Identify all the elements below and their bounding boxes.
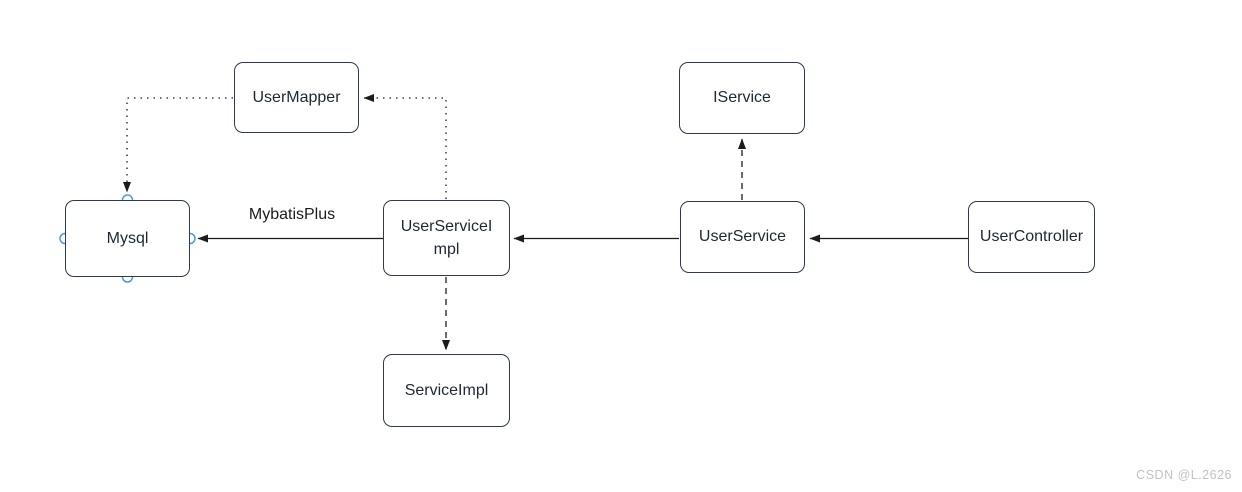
node-usercontroller-label: UserController [979,228,1084,246]
edge-label-mybatisplus: MybatisPlus [248,206,336,223]
node-usermapper[interactable]: UserMapper [234,62,359,133]
node-userservice-label: UserService [698,228,787,246]
node-mysql-label: Mysql [106,229,149,247]
node-usercontroller[interactable]: UserController [968,201,1095,273]
node-serviceimpl[interactable]: ServiceImpl [383,354,510,427]
node-userserviceimpl-label: UserServiceImpl [400,217,493,258]
connector-userserviceimpl-usermapper[interactable] [363,94,447,199]
watermark: CSDN @L.2626 [1136,468,1232,482]
connector-usermapper-mysql[interactable] [123,97,233,193]
node-iservice[interactable]: IService [679,62,805,134]
node-serviceimpl-label: ServiceImpl [404,381,489,399]
node-mysql[interactable]: Mysql [65,200,190,277]
node-userservice[interactable]: UserService [680,201,805,273]
node-userserviceimpl[interactable]: UserServiceImpl [383,200,510,276]
node-iservice-label: IService [713,89,771,107]
node-usermapper-label: UserMapper [252,88,341,106]
